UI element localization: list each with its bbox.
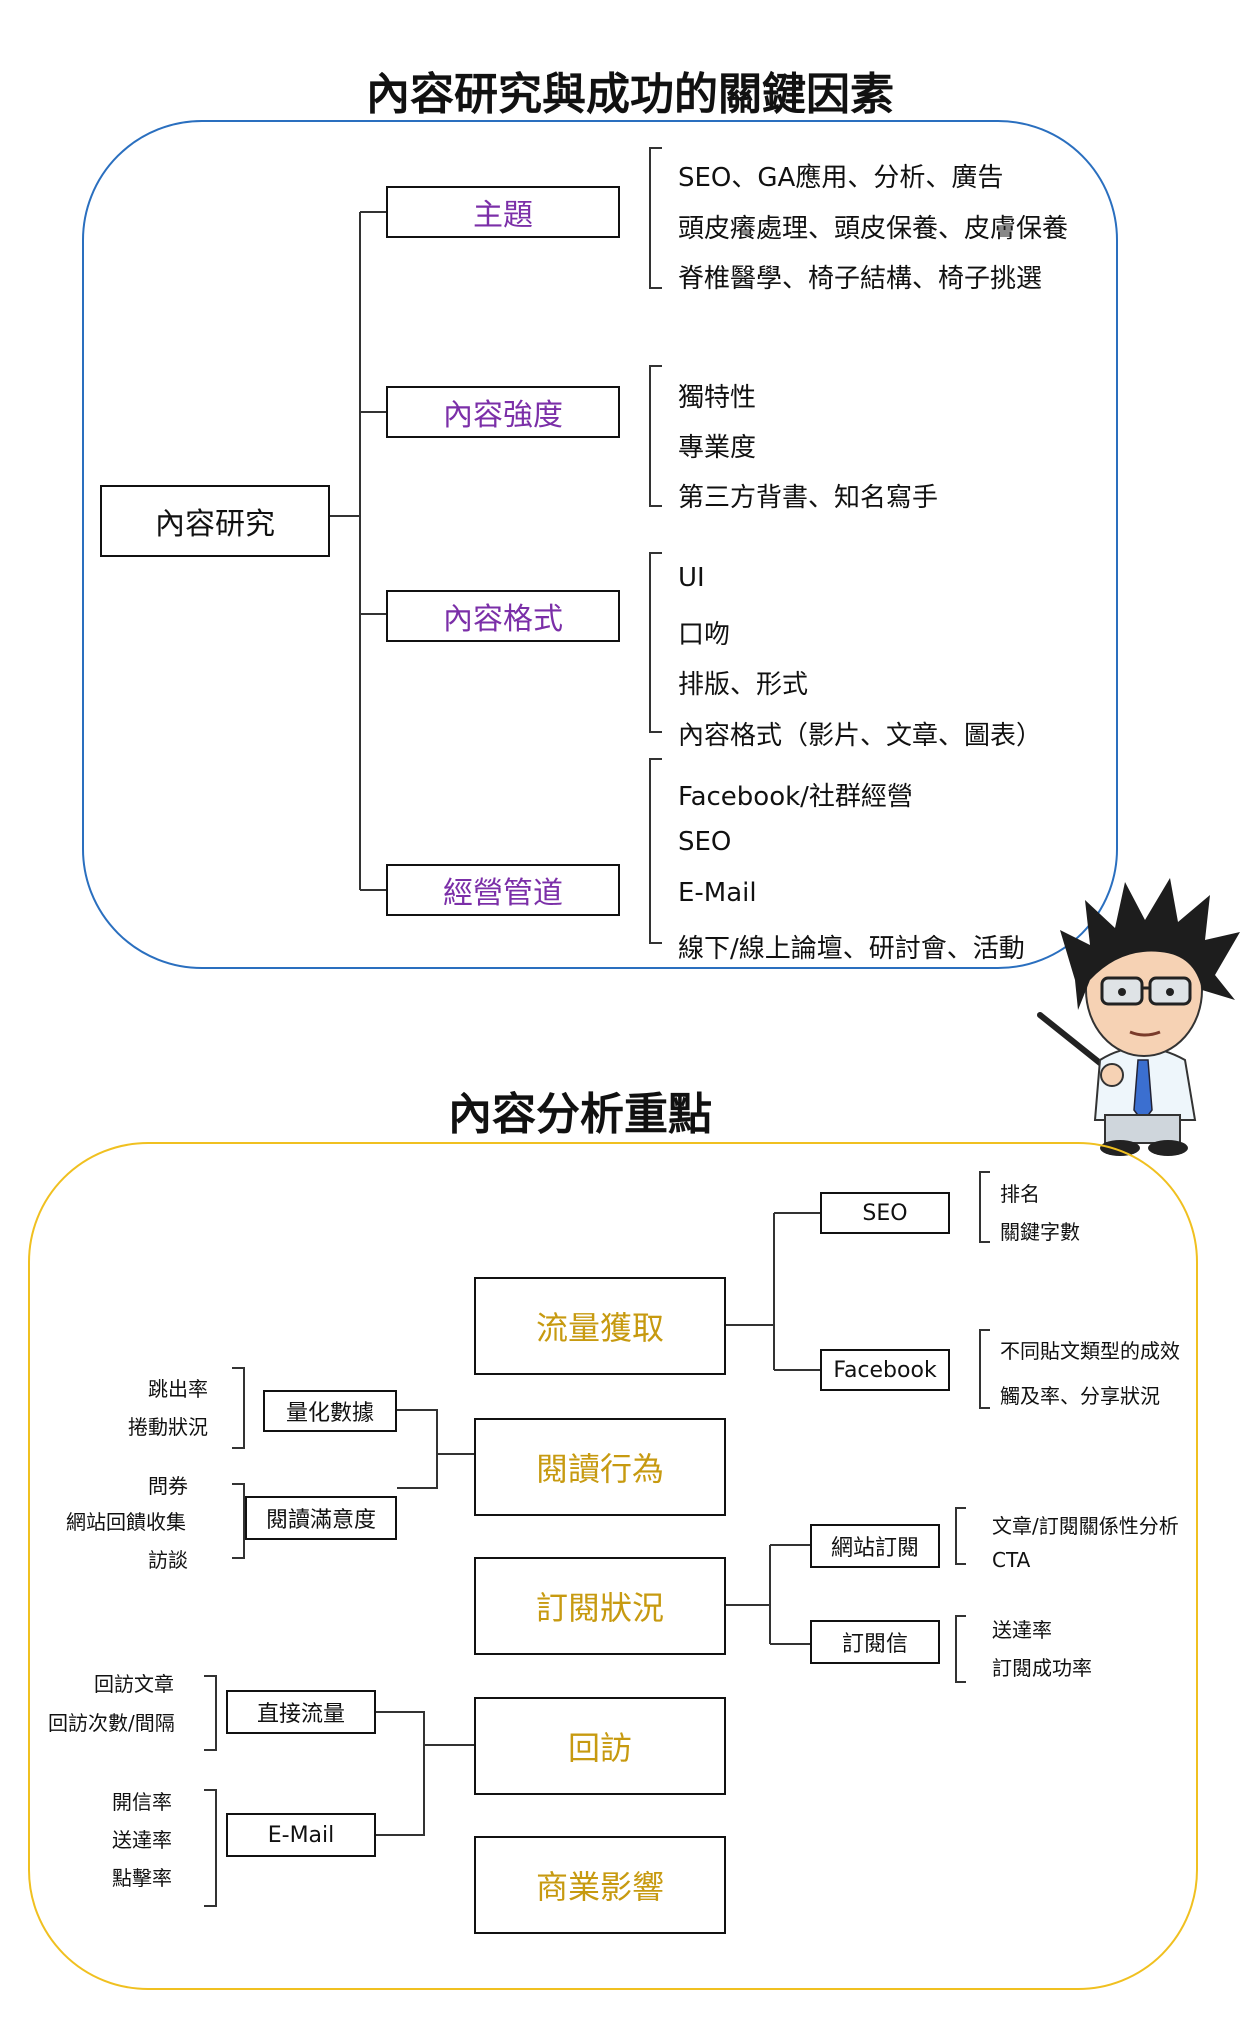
channel-item: E-Mail <box>678 878 757 908</box>
channel-item: 線下/線上論壇、研討會、活動 <box>678 934 1025 964</box>
node-email: E-Mail <box>226 1813 376 1857</box>
format-item: 口吻 <box>678 620 731 650</box>
section1-title: 內容研究與成功的關鍵因素 <box>366 69 894 120</box>
format-item: 內容格式（影片、文章、圖表） <box>678 721 1043 751</box>
strength-item: 第三方背書、知名寫手 <box>678 483 939 513</box>
newsletter-item: 送達率 <box>992 1618 1052 1642</box>
section2-title: 內容分析重點 <box>448 1089 712 1140</box>
channel-item: Facebook/社群經營 <box>678 782 913 812</box>
seo-item: 關鍵字數 <box>1000 1220 1080 1244</box>
node-direct-traffic: 直接流量 <box>226 1690 376 1734</box>
topic-item: SEO、GA應用、分析、廣告 <box>678 163 1004 193</box>
topic-item: 頭皮癢處理、頭皮保養、皮膚保養 <box>678 214 1069 244</box>
strength-item: 獨特性 <box>678 383 757 413</box>
center-reading: 閱讀行為 <box>474 1418 726 1516</box>
node-content-strength: 內容強度 <box>386 386 620 438</box>
quant-item: 捲動狀況 <box>128 1415 208 1439</box>
direct-traffic-item: 回訪次數/間隔 <box>48 1711 175 1735</box>
topic-item: 脊椎醫學、椅子結構、椅子挑選 <box>678 264 1043 294</box>
email-item: 開信率 <box>112 1790 172 1814</box>
satisfaction-item: 問券 <box>148 1474 188 1498</box>
node-topic: 主題 <box>386 186 620 238</box>
format-item: UI <box>678 563 705 593</box>
satisfaction-item: 訪談 <box>148 1548 188 1572</box>
facebook-item: 不同貼文類型的成效 <box>1000 1339 1180 1363</box>
facebook-item: 觸及率、分享狀況 <box>1000 1384 1160 1408</box>
seo-item: 排名 <box>1000 1182 1040 1206</box>
node-newsletter: 訂閱信 <box>810 1620 940 1664</box>
node-content-format: 內容格式 <box>386 590 620 642</box>
satisfaction-item: 網站回饋收集 <box>66 1510 186 1534</box>
mascot-illustration <box>1037 878 1240 1156</box>
direct-traffic-item: 回訪文章 <box>94 1672 174 1696</box>
center-subscription: 訂閱狀況 <box>474 1557 726 1655</box>
node-seo: SEO <box>820 1192 950 1234</box>
channel-item: SEO <box>678 827 732 857</box>
quant-item: 跳出率 <box>148 1377 208 1401</box>
section2-frame <box>28 1142 1198 1990</box>
node-channels: 經營管道 <box>386 864 620 916</box>
format-item: 排版、形式 <box>678 670 809 700</box>
strength-item: 專業度 <box>678 433 757 463</box>
center-traffic: 流量獲取 <box>474 1277 726 1375</box>
section1-frame <box>82 120 1118 969</box>
node-site-subscription: 網站訂閱 <box>810 1524 940 1568</box>
site-subscription-item: 文章/訂閱關係性分析 <box>992 1514 1179 1538</box>
root-node: 內容研究 <box>100 485 330 557</box>
newsletter-item: 訂閱成功率 <box>992 1656 1092 1680</box>
center-revisit: 回訪 <box>474 1697 726 1795</box>
email-item: 送達率 <box>112 1828 172 1852</box>
email-item: 點擊率 <box>112 1866 172 1890</box>
center-business-impact: 商業影響 <box>474 1836 726 1934</box>
node-reading-satisfaction: 閱讀滿意度 <box>245 1496 397 1540</box>
site-subscription-item: CTA <box>992 1548 1031 1572</box>
node-facebook: Facebook <box>820 1349 950 1391</box>
node-quantitative-data: 量化數據 <box>263 1390 397 1432</box>
